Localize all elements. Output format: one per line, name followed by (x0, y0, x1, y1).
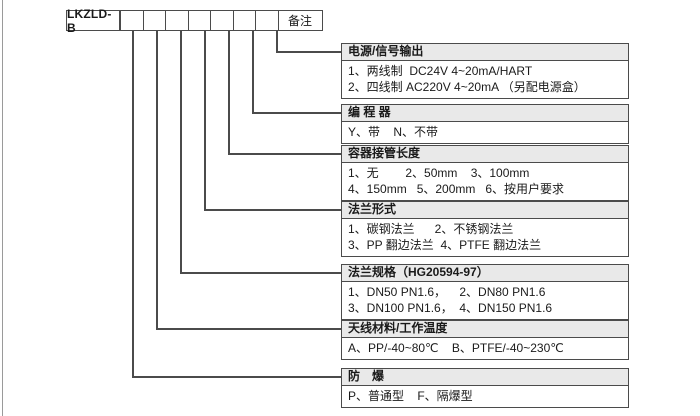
spec-table-explosion-proof: 防 爆 P、普通型 F、隔爆型 (341, 368, 629, 408)
spec-table-option-line: 4、150mm 5、200mm 6、按用户要求 (348, 182, 565, 196)
spec-table-programmer: 编 程 器 Y、带 N、不带 (341, 104, 629, 144)
connector-vline-3 (180, 31, 182, 274)
spec-table-flange-type: 法兰形式 1、碳钢法兰 2、不锈钢法兰 3、PP 翻边法兰 4、PTFE 翻边法兰 (341, 201, 629, 257)
spec-table-title: 电源/信号输出 (342, 44, 628, 61)
spec-table-option-line: 3、DN100 PN1.6， 4、DN150 PN1.6 (348, 301, 553, 315)
spec-table-title: 天线材料/工作温度 (342, 321, 628, 338)
remark-box: 备注 (277, 10, 323, 31)
code-box-2 (142, 10, 167, 31)
connector-vline-2 (156, 31, 158, 330)
page-edge-line (2, 0, 3, 416)
code-box-5 (210, 10, 234, 31)
spec-table-title: 防 爆 (342, 369, 628, 386)
connector-vline-6 (252, 31, 254, 114)
spec-table-option-line: A、PP/-40~80℃ B、PTFE/-40~230℃ (348, 341, 564, 355)
connector-hline-6 (252, 112, 341, 114)
spec-table-body: A、PP/-40~80℃ B、PTFE/-40~230℃ (342, 338, 628, 359)
spec-table-title: 法兰规格（HG20594-97） (342, 265, 628, 282)
spec-table-option-line: 1、两线制 DC24V 4~20mA/HART (348, 64, 533, 78)
connector-hline-2 (156, 328, 341, 330)
spec-table-flange-spec: 法兰规格（HG20594-97）1、DN50 PN1.6， 2、DN80 PN1… (341, 264, 629, 320)
connector-vline-1 (132, 31, 134, 378)
model-prefix-box: LKZLD-B (66, 7, 120, 35)
connector-hline-7 (276, 51, 341, 53)
code-box-1 (120, 10, 144, 31)
connector-hline-4 (204, 209, 341, 211)
connector-vline-5 (228, 31, 230, 155)
spec-table-option-line: 1、无 2、50mm 3、100mm (348, 166, 530, 180)
connector-hline-1 (132, 376, 341, 378)
code-box-3 (165, 10, 189, 31)
model-code-row: LKZLD-B 备注 (66, 7, 323, 35)
spec-table-option-line: 3、PP 翻边法兰 4、PTFE 翻边法兰 (348, 238, 542, 252)
connector-hline-5 (228, 153, 341, 155)
spec-table-power-signal-output: 电源/信号输出 1、两线制 DC24V 4~20mA/HART 2、四线制 AC22… (341, 43, 629, 99)
spec-table-body: 1、无 2、50mm 3、100mm 4、150mm 5、200mm 6、按用户要… (342, 163, 628, 200)
code-box-6 (232, 10, 257, 31)
spec-table-body: P、普通型 F、隔爆型 (342, 386, 628, 407)
connector-vline-7 (276, 31, 278, 53)
spec-table-antenna-material-temperature: 天线材料/工作温度 A、PP/-40~80℃ B、PTFE/-40~230℃ (341, 320, 629, 360)
spec-table-body: 1、DN50 PN1.6， 2、DN80 PN1.6 3、DN100 PN1.6，… (342, 282, 628, 319)
spec-table-title: 法兰形式 (342, 202, 628, 219)
connector-hline-3 (180, 272, 341, 274)
spec-table-option-line: 1、DN50 PN1.6， 2、DN80 PN1.6 (348, 285, 546, 299)
code-box-4 (187, 10, 212, 31)
code-box-7 (255, 10, 279, 31)
spec-table-option-line: Y、带 N、不带 (348, 125, 439, 139)
spec-table-option-line: 2、四线制 AC220V 4~20mA （另配电源盒） (348, 80, 586, 94)
spec-table-title: 容器接管长度 (342, 146, 628, 163)
spec-table-option-line: 1、碳钢法兰 2、不锈钢法兰 (348, 222, 514, 236)
spec-table-body: Y、带 N、不带 (342, 122, 628, 143)
spec-table-body: 1、两线制 DC24V 4~20mA/HART 2、四线制 AC220V 4~20… (342, 61, 628, 98)
connector-vline-4 (204, 31, 206, 211)
spec-table-vessel-pipe-length: 容器接管长度 1、无 2、50mm 3、100mm 4、150mm 5、200mm … (341, 145, 629, 201)
spec-table-title: 编 程 器 (342, 105, 628, 122)
spec-table-body: 1、碳钢法兰 2、不锈钢法兰 3、PP 翻边法兰 4、PTFE 翻边法兰 (342, 219, 628, 256)
spec-table-option-line: P、普通型 F、隔爆型 (348, 389, 473, 403)
